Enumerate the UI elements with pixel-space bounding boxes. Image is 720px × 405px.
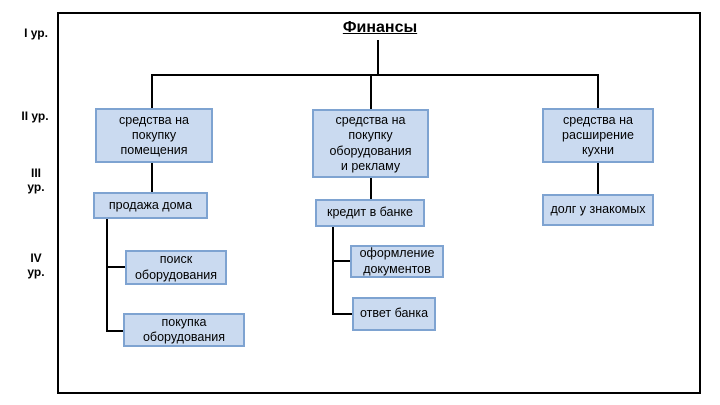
node-box-search-equipment: поиск оборудования	[125, 250, 227, 285]
connector-to-search-equipment	[106, 266, 125, 268]
connector-to-buy-equipment	[106, 330, 123, 332]
connector-drop-kitchen	[597, 74, 599, 108]
connector-to-paperwork	[332, 260, 350, 262]
connector-drop-premises	[151, 74, 153, 108]
node-box-paperwork: оформление документов	[350, 245, 444, 278]
connector-main-horizontal	[151, 74, 599, 76]
connector-credit-trunk	[332, 227, 334, 315]
level-label-4: IV ур.	[27, 251, 45, 280]
node-box-equipment-funds: средства на покупку оборудования и рекла…	[312, 109, 429, 178]
level-label-3: III ур.	[27, 166, 45, 195]
node-box-debt-from-friends: долг у знакомых	[542, 194, 654, 226]
connector-kitchen-debt	[597, 163, 599, 194]
connector-equipment-credit	[370, 178, 372, 199]
connector-sale-house-trunk	[106, 219, 108, 332]
level-label-1: I ур.	[24, 26, 48, 40]
connector-drop-equipment	[370, 74, 372, 110]
node-box-bank-credit: кредит в банке	[315, 199, 425, 227]
connector-premises-sale-house	[151, 163, 153, 192]
connector-to-bank-answer	[332, 313, 352, 315]
node-box-premises-funds: средства на покупку помещения	[95, 108, 213, 163]
node-box-sale-house: продажа дома	[93, 192, 208, 219]
level-label-2: II ур.	[21, 109, 49, 123]
connector-title-down	[377, 40, 379, 75]
node-box-kitchen-funds: средства на расширение кухни	[542, 108, 654, 163]
node-box-bank-answer: ответ банка	[352, 297, 436, 331]
node-box-buy-equipment: покупка оборудования	[123, 313, 245, 347]
diagram-title: Финансы	[342, 19, 418, 36]
